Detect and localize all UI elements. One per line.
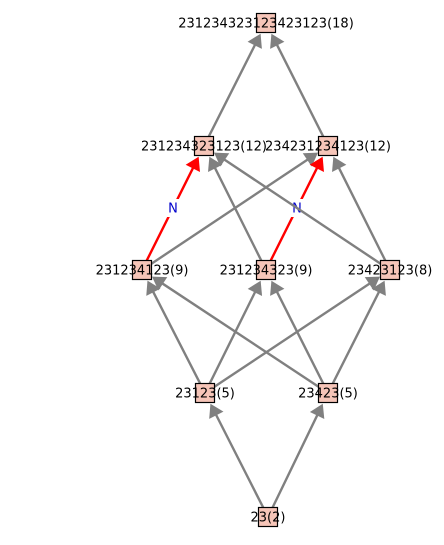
node-label: 231234323(9) xyxy=(220,264,313,279)
node-label: 231234123(9) xyxy=(96,264,189,279)
edge-line xyxy=(275,42,325,139)
edge-line xyxy=(213,165,263,263)
node-label: 23423(5) xyxy=(298,387,358,402)
node-n8: 23423123(8) xyxy=(348,259,433,281)
edge-n5b-to-n9b xyxy=(270,280,325,386)
edge-line xyxy=(212,281,373,389)
node-label: 23423123(8) xyxy=(348,264,433,279)
edge-n8-to-n12b xyxy=(332,156,387,263)
edge-n5b-to-n8 xyxy=(331,280,386,386)
node-n9b: 231234323(9) xyxy=(220,259,313,281)
edge-line xyxy=(275,289,325,386)
node-n5b: 23423(5) xyxy=(298,382,358,404)
node-box xyxy=(317,135,339,157)
node-n12a: 231234323123(12) xyxy=(141,135,267,157)
edge-n12a-to-n18 xyxy=(207,33,262,139)
node-box xyxy=(131,259,153,281)
arrowhead-icon xyxy=(213,152,230,167)
node-box xyxy=(194,382,216,404)
edge-line xyxy=(214,412,265,510)
edge-line xyxy=(159,281,321,389)
node-box xyxy=(379,259,401,281)
node-box xyxy=(255,12,277,34)
edge-line xyxy=(207,42,257,139)
edge-n5a-to-n9b xyxy=(208,280,263,386)
node-label: 234231234123(12) xyxy=(265,140,391,155)
arrowhead-icon xyxy=(332,156,347,172)
nodes-layer: 2312343231234231​23(18)231234323123(12)2… xyxy=(96,12,433,528)
node-box xyxy=(257,506,279,528)
edge-n8-to-n12a xyxy=(213,152,383,266)
arrowhead-icon xyxy=(146,280,161,296)
arrowhead-icon xyxy=(309,403,325,419)
arrowhead-icon xyxy=(247,280,263,296)
edge-line xyxy=(331,289,381,386)
node-n18: 2312343231234231​23(18) xyxy=(178,12,354,34)
arrowhead-icon xyxy=(208,156,223,172)
node-box xyxy=(193,135,215,157)
edge-line xyxy=(221,157,383,266)
node-label: 2312343231234231​23(18) xyxy=(178,17,354,32)
node-n2: 23(2) xyxy=(251,506,286,528)
edge-n9a-to-n12a: N xyxy=(145,156,200,263)
edge-n5a-to-n8 xyxy=(212,276,381,389)
edge-n2-to-n5b xyxy=(271,403,325,510)
node-n5a: 23123(5) xyxy=(175,382,235,404)
edge-n9b-to-n12a xyxy=(208,156,263,263)
edge-n5b-to-n9a xyxy=(152,276,321,389)
arrowhead-icon xyxy=(302,152,319,167)
node-n12b: 234231234123(12) xyxy=(265,135,391,157)
edge-n9a-to-n12b xyxy=(149,152,319,266)
arrowhead-icon xyxy=(247,33,262,49)
edge-n2-to-n5a xyxy=(209,403,265,510)
arrowhead-icon xyxy=(270,280,285,296)
edge-line xyxy=(151,289,202,386)
arrowhead-icon xyxy=(152,276,168,291)
edge-n5a-to-n9a xyxy=(146,280,202,386)
arrowhead-icon xyxy=(209,403,224,419)
node-box xyxy=(255,259,277,281)
edge-line xyxy=(337,165,387,263)
edge-label-background xyxy=(165,199,181,217)
arrowhead-icon xyxy=(309,156,324,172)
arrowhead-icon xyxy=(364,276,381,291)
edge-n12b-to-n18 xyxy=(270,33,325,139)
node-n9a: 231234123(9) xyxy=(96,259,189,281)
edge-line xyxy=(208,289,257,386)
node-label: 23(2) xyxy=(251,511,286,526)
edge-label: N xyxy=(168,202,178,217)
node-label: 231234323123(12) xyxy=(141,140,267,155)
arrowhead-icon xyxy=(371,280,386,296)
arrowhead-icon xyxy=(270,33,285,49)
node-label: 23123(5) xyxy=(175,387,235,402)
node-box xyxy=(317,382,339,404)
arrowhead-icon xyxy=(185,156,200,172)
edge-line xyxy=(271,412,320,510)
edge-line xyxy=(149,157,311,266)
